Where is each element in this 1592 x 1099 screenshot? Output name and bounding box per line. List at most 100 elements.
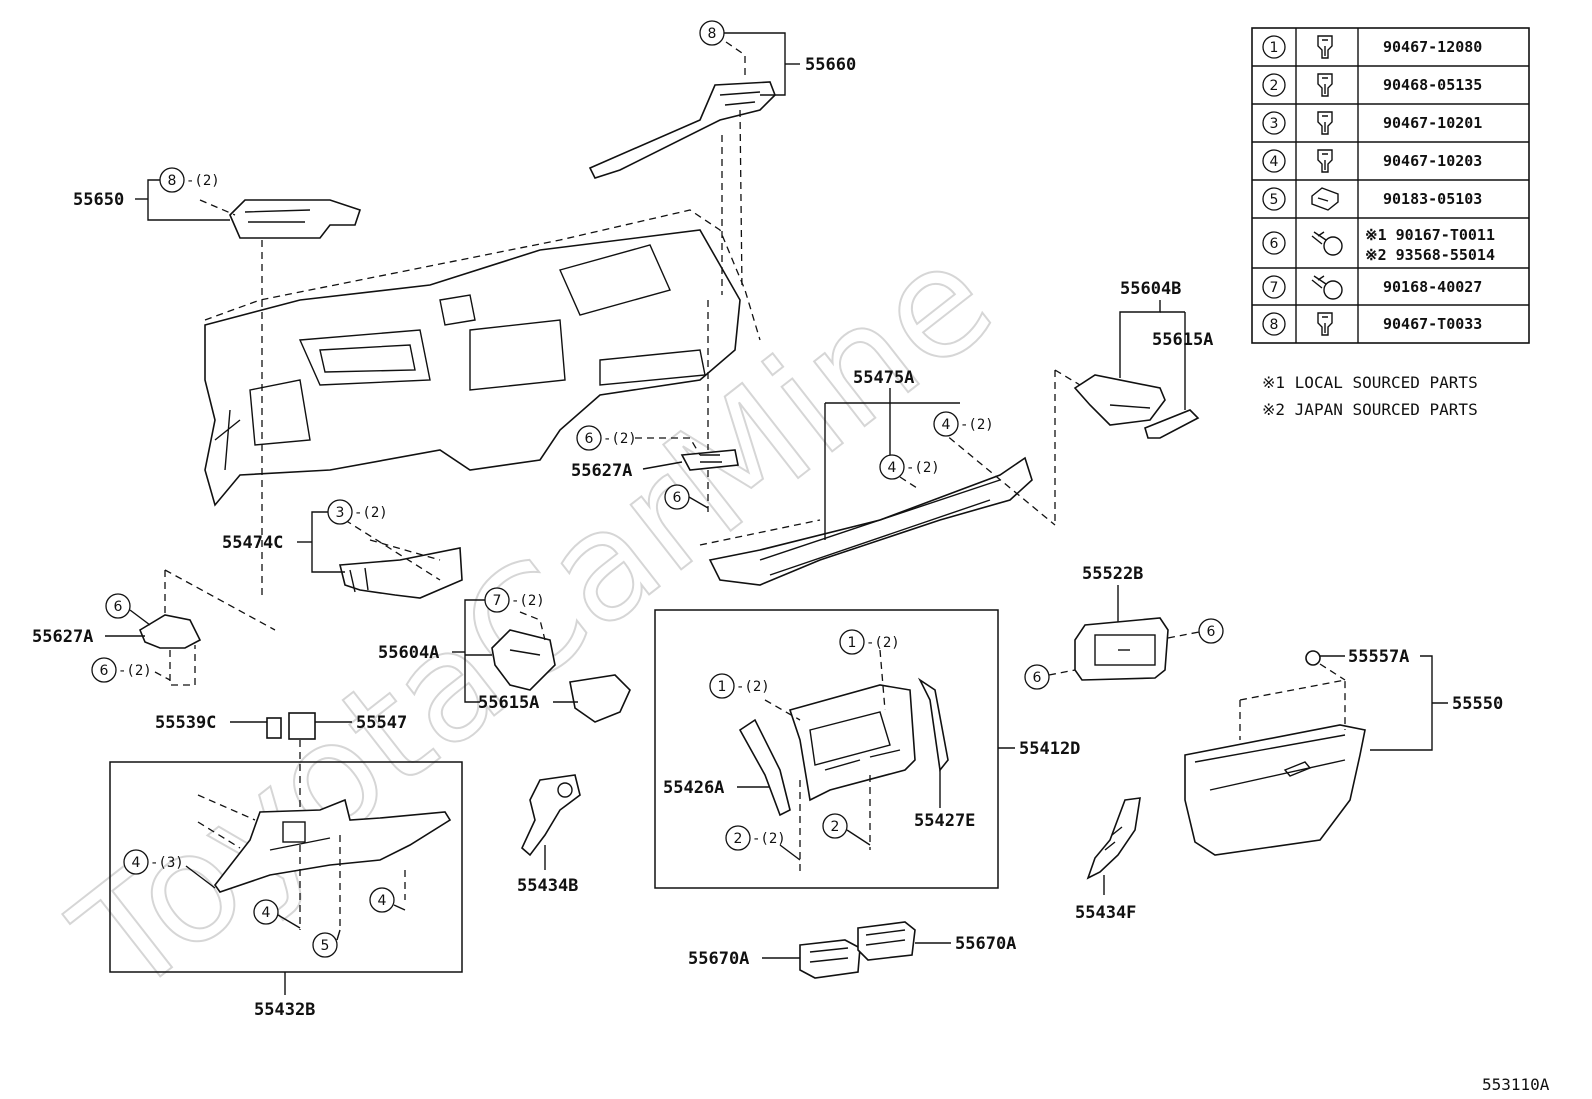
label-55604B: 55604B	[1120, 279, 1181, 299]
callout-6: 6	[105, 593, 131, 619]
screw-icon	[1311, 275, 1343, 300]
part-55627A	[680, 449, 739, 471]
svg-text:4: 4	[378, 893, 387, 909]
label-55432B: 55432B	[254, 1000, 315, 1020]
callout-8: 8	[699, 20, 725, 46]
part-55550	[1184, 724, 1366, 856]
label-55627A: 55627A	[32, 627, 93, 647]
table-row: 1 90467-12080	[1262, 35, 1482, 59]
svg-text:8: 8	[168, 173, 177, 189]
qty-6: -(2)	[603, 431, 637, 447]
part-55434B	[521, 774, 581, 857]
assembly-box-55412D	[654, 609, 999, 889]
row-number: 8	[1270, 317, 1279, 333]
part-55670A-left	[799, 939, 861, 979]
callout-3: 3	[327, 499, 353, 525]
svg-text:2: 2	[831, 819, 840, 835]
row-number: 7	[1270, 280, 1279, 296]
callout-6: 6	[1024, 664, 1050, 690]
part-number: 90467-12080	[1383, 38, 1482, 56]
label-55627A: 55627A	[571, 461, 632, 481]
svg-text:4: 4	[132, 855, 141, 871]
callout-2: 2	[822, 813, 848, 839]
svg-text:6: 6	[1033, 670, 1042, 686]
svg-text:1: 1	[848, 635, 857, 651]
svg-text:6: 6	[1207, 624, 1216, 640]
clip-icon	[1317, 111, 1333, 135]
part-55434F	[1086, 797, 1141, 880]
qty-4: -(2)	[906, 460, 940, 476]
label-55615A: 55615A	[478, 693, 539, 713]
table-row: 7 90168-40027	[1262, 275, 1482, 300]
note-local-sourced: ※1 LOCAL SOURCED PARTS	[1262, 373, 1478, 392]
svg-text:6: 6	[673, 490, 682, 506]
part-55475A	[708, 456, 1033, 586]
table-row: 4 90467-10203	[1262, 149, 1482, 173]
assembly-box-55432B	[109, 761, 463, 973]
callout-6: 6	[1198, 618, 1224, 644]
row-number: 5	[1270, 192, 1279, 208]
label-55434B: 55434B	[517, 876, 578, 896]
table-row: 5 90183-05103	[1262, 187, 1482, 211]
part-55604B	[1073, 374, 1166, 426]
part-55557A	[1305, 650, 1321, 666]
part-55539C	[266, 717, 282, 739]
parts-table: 1 90467-12080 2 90468-05135 3 90467-1020…	[1251, 27, 1530, 344]
part-55427E	[917, 677, 949, 772]
part-55615A	[569, 674, 631, 723]
note-japan-sourced: ※2 JAPAN SOURCED PARTS	[1262, 400, 1478, 419]
svg-text:4: 4	[942, 417, 951, 433]
callout-4: 4	[123, 849, 149, 875]
svg-text:5: 5	[321, 938, 330, 954]
label-55434F: 55434F	[1075, 903, 1136, 923]
clip-icon	[1317, 35, 1333, 59]
part-number: 90468-05135	[1383, 76, 1482, 94]
part-55412D	[788, 684, 916, 802]
qty-1: -(2)	[736, 679, 770, 695]
row-number: 3	[1270, 116, 1279, 132]
svg-text:4: 4	[888, 460, 897, 476]
label-55474C: 55474C	[222, 533, 283, 553]
part-number: 90467-10201	[1383, 114, 1482, 132]
table-row: 6 ※1 90167-T0011 ※2 93568-55014	[1262, 226, 1495, 264]
callout-6: 6	[664, 484, 690, 510]
label-55550: 55550	[1452, 694, 1503, 714]
label-55604A: 55604A	[378, 643, 439, 663]
part-55522B	[1074, 617, 1169, 681]
callout-4: 4	[369, 887, 395, 913]
table-row: 3 90467-10201	[1262, 111, 1482, 135]
part-55627A	[138, 614, 202, 649]
callout-8: 8	[159, 167, 185, 193]
label-55615A: 55615A	[1152, 330, 1213, 350]
svg-text:3: 3	[336, 505, 345, 521]
figure-code: 553110A	[1482, 1075, 1550, 1094]
label-55670A: 55670A	[955, 934, 1016, 954]
callout-6: 6	[91, 657, 117, 683]
instrument-panel	[204, 209, 761, 507]
callout-1: 1	[839, 629, 865, 655]
part-55547	[288, 712, 316, 740]
label-55522B: 55522B	[1082, 564, 1143, 584]
clip-icon	[1317, 149, 1333, 173]
callout-6: 6	[576, 425, 602, 451]
svg-text:2: 2	[734, 831, 743, 847]
callout-2: 2	[725, 825, 751, 851]
part-number-japan: ※2 93568-55014	[1365, 246, 1495, 264]
callout-4: 4	[879, 454, 905, 480]
label-55475A: 55475A	[853, 368, 914, 388]
label-55539C: 55539C	[155, 713, 216, 733]
label-55650: 55650	[73, 190, 124, 210]
row-number: 2	[1270, 78, 1279, 94]
part-55650	[229, 199, 362, 239]
part-number: 90467-T0033	[1383, 315, 1482, 333]
svg-text:4: 4	[262, 905, 271, 921]
qty-3: -(2)	[354, 505, 388, 521]
label-55427E: 55427E	[914, 811, 975, 831]
callout-4: 4	[933, 411, 959, 437]
qty-2: -(2)	[752, 831, 786, 847]
qty-4: -(3)	[150, 855, 184, 871]
part-number: 90467-10203	[1383, 152, 1482, 170]
part-number-local: ※1 90167-T0011	[1365, 226, 1495, 244]
label-55412D: 55412D	[1019, 739, 1080, 759]
